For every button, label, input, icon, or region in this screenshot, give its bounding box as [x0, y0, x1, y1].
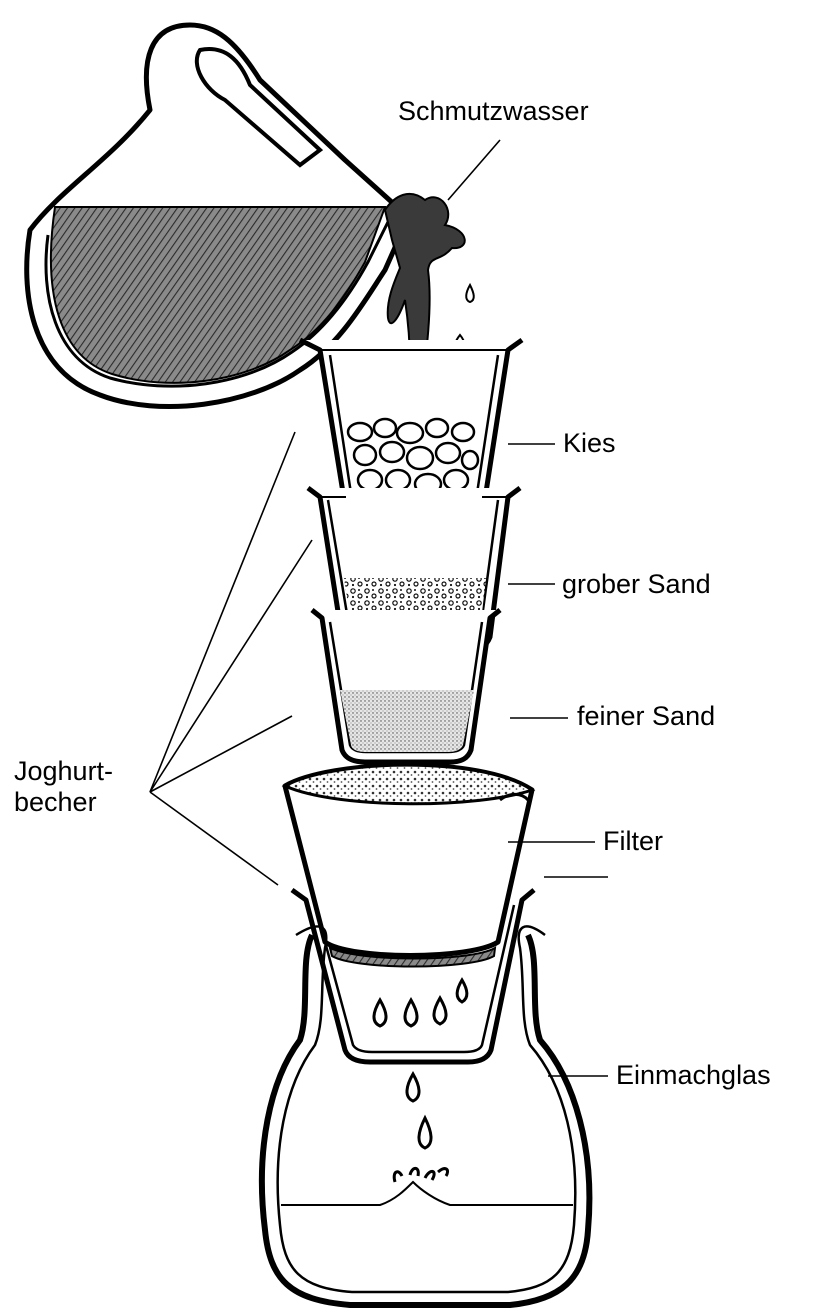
- coffee-filter: [285, 765, 532, 966]
- label-gravel: Kies: [563, 428, 616, 459]
- splash: [394, 1168, 447, 1182]
- mason-jar: [262, 926, 589, 1305]
- label-yogurt-cups: Joghurt- becher: [14, 756, 113, 818]
- label-dirty-water: Schmutzwasser: [398, 96, 589, 127]
- label-coarse-sand: grober Sand: [562, 569, 711, 600]
- label-fine-sand: feiner Sand: [577, 701, 715, 732]
- label-filter: Filter: [603, 826, 663, 857]
- water-drop: [419, 1118, 431, 1148]
- clean-water-surface: [281, 1182, 573, 1205]
- fine-sand-fill: [340, 690, 474, 752]
- water-drop: [407, 1074, 419, 1101]
- label-yogurt-cups-line2: becher: [14, 787, 113, 818]
- cup-fine-sand: [312, 610, 500, 762]
- label-yogurt-cups-line1: Joghurt-: [14, 756, 113, 787]
- falling-drops: [374, 980, 467, 1026]
- label-jar: Einmachglas: [616, 1060, 771, 1091]
